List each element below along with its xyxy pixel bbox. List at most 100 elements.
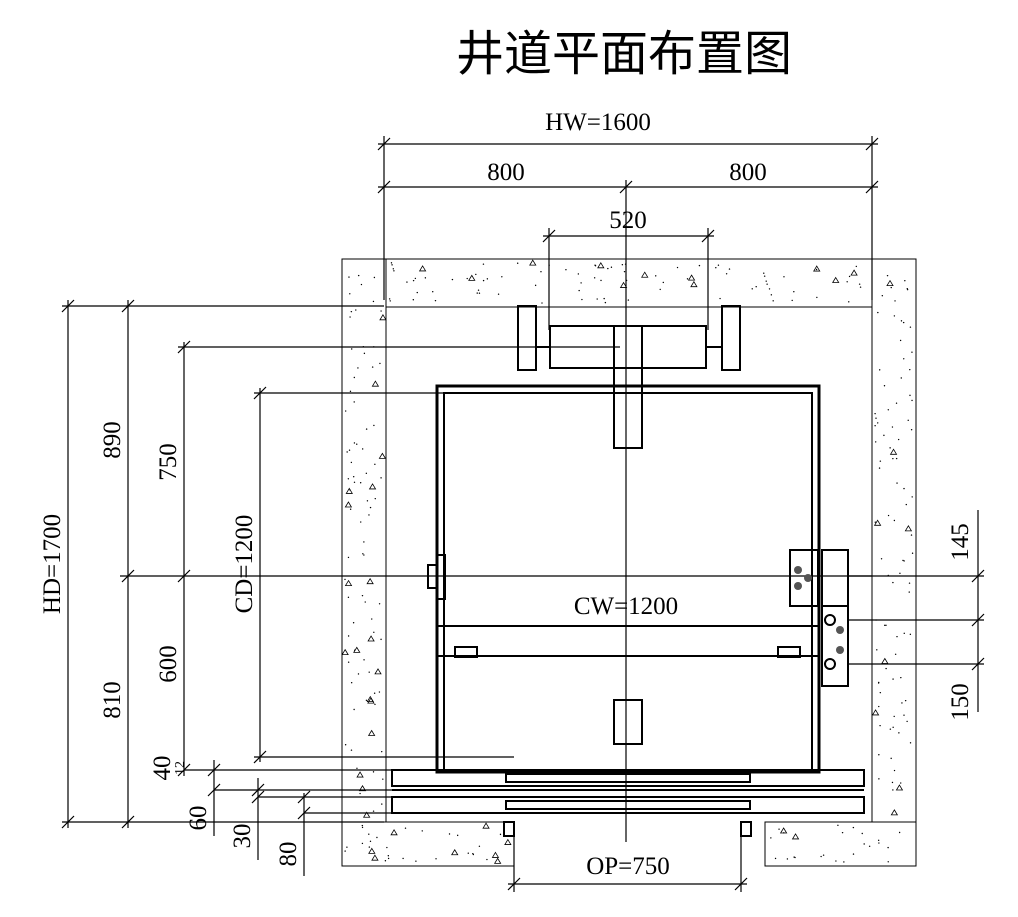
speckle-dot — [434, 299, 437, 302]
speckle-dot — [879, 460, 882, 462]
aggregate-mark — [889, 448, 898, 455]
speckle-dot — [387, 855, 390, 857]
aggregate-mark — [890, 809, 899, 816]
aggregate-mark — [886, 279, 894, 287]
speckle-dot — [719, 297, 721, 300]
speckle-dot — [885, 667, 887, 670]
aggregate-mark — [366, 577, 374, 585]
speckle-dot — [894, 300, 896, 302]
speckle-dot — [910, 534, 913, 536]
dim-left-verticals: HD=1700 890 810 750 600 CD=1200 40 12 60 — [39, 299, 620, 876]
speckle-dot — [380, 310, 382, 312]
dim-150: 150 — [947, 683, 974, 721]
aggregate-mark — [895, 784, 904, 791]
speckle-dot — [896, 482, 898, 484]
speckle-dot — [899, 572, 901, 575]
speckle-dot — [715, 267, 717, 269]
speckle-dot — [414, 277, 417, 280]
speckle-dot — [822, 854, 825, 856]
speckle-dot — [374, 703, 376, 706]
speckle-dot — [820, 855, 822, 858]
aggregate-mark — [345, 487, 353, 494]
dim-right: 145 150 — [848, 510, 985, 721]
speckle-dot — [603, 297, 605, 300]
speckle-dot — [900, 782, 902, 784]
wall-back — [341, 258, 917, 308]
speckle-dot — [793, 291, 795, 293]
speckle-dot — [878, 369, 881, 371]
speckle-dot — [363, 541, 365, 543]
speckle-dot — [412, 299, 415, 301]
speckle-dot — [908, 582, 911, 584]
aggregate-mark — [468, 274, 476, 281]
speckle-dot — [456, 834, 459, 837]
speckle-dot — [883, 434, 885, 437]
speckle-dot — [892, 726, 894, 729]
speckle-dot — [353, 442, 356, 444]
speckle-dot — [903, 358, 905, 360]
aggregate-mark — [362, 811, 371, 818]
speckle-dot — [380, 638, 382, 641]
speckle-dot — [347, 661, 350, 663]
speckle-dot — [868, 845, 871, 847]
speckle-dot — [577, 273, 580, 275]
speckle-dot — [416, 291, 418, 294]
speckle-dot — [887, 409, 890, 411]
speckle-dot — [906, 720, 908, 723]
speckle-dot — [911, 496, 913, 498]
sling-end-left — [454, 646, 478, 658]
speckle-dot — [848, 301, 850, 303]
speckle-dot — [783, 276, 785, 278]
speckle-dot — [846, 281, 848, 283]
speckle-dot — [352, 476, 355, 478]
speckle-dot — [852, 826, 855, 829]
concrete-walls — [341, 258, 917, 867]
speckle-dot — [878, 467, 881, 469]
speckle-dot — [895, 402, 898, 404]
speckle-dot — [816, 296, 818, 299]
aggregate-mark — [904, 525, 913, 532]
speckle-dot — [451, 278, 454, 281]
speckle-dot — [766, 283, 768, 285]
speckle-dot — [373, 424, 375, 427]
speckle-dot — [369, 840, 372, 843]
counterweight — [517, 305, 741, 449]
speckle-dot — [607, 267, 609, 270]
speckle-dot — [905, 503, 907, 506]
speckle-dot — [362, 553, 364, 555]
dim-hw-label: HW=1600 — [545, 109, 651, 136]
speckle-dot — [835, 860, 837, 862]
speckle-dot — [887, 514, 890, 517]
speckle-dot — [852, 853, 855, 855]
speckle-dot — [374, 463, 376, 466]
speckle-dot — [360, 521, 362, 523]
speckle-dot — [627, 299, 630, 301]
car-outer — [435, 384, 821, 774]
dim-cw-label: CW=1200 — [574, 593, 678, 620]
speckle-dot — [815, 268, 818, 271]
speckle-dot — [368, 846, 371, 848]
speckle-dot — [877, 311, 879, 314]
speckle-dot — [859, 286, 862, 288]
aggregate-mark — [690, 280, 698, 288]
speckle-dot — [371, 618, 373, 620]
aggregate-mark — [791, 833, 800, 840]
speckle-dot — [361, 826, 364, 829]
speckle-dot — [402, 857, 404, 860]
speckle-dot — [353, 401, 355, 403]
speckle-dot — [406, 281, 408, 283]
right-rail-brackets — [789, 549, 849, 687]
speckle-dot — [909, 326, 912, 328]
dim-12: 12 — [173, 761, 188, 775]
speckle-dot — [910, 429, 913, 431]
cwt-rail-left — [517, 305, 537, 371]
aggregate-mark — [379, 314, 387, 321]
speckle-dot — [356, 767, 358, 769]
speckle-dot — [373, 631, 375, 633]
sill-landing — [391, 796, 865, 814]
aggregate-mark — [813, 265, 821, 272]
speckle-dot — [770, 837, 772, 839]
speckle-dot — [432, 290, 434, 293]
speckle-dot — [388, 298, 391, 300]
speckle-dot — [879, 724, 881, 727]
